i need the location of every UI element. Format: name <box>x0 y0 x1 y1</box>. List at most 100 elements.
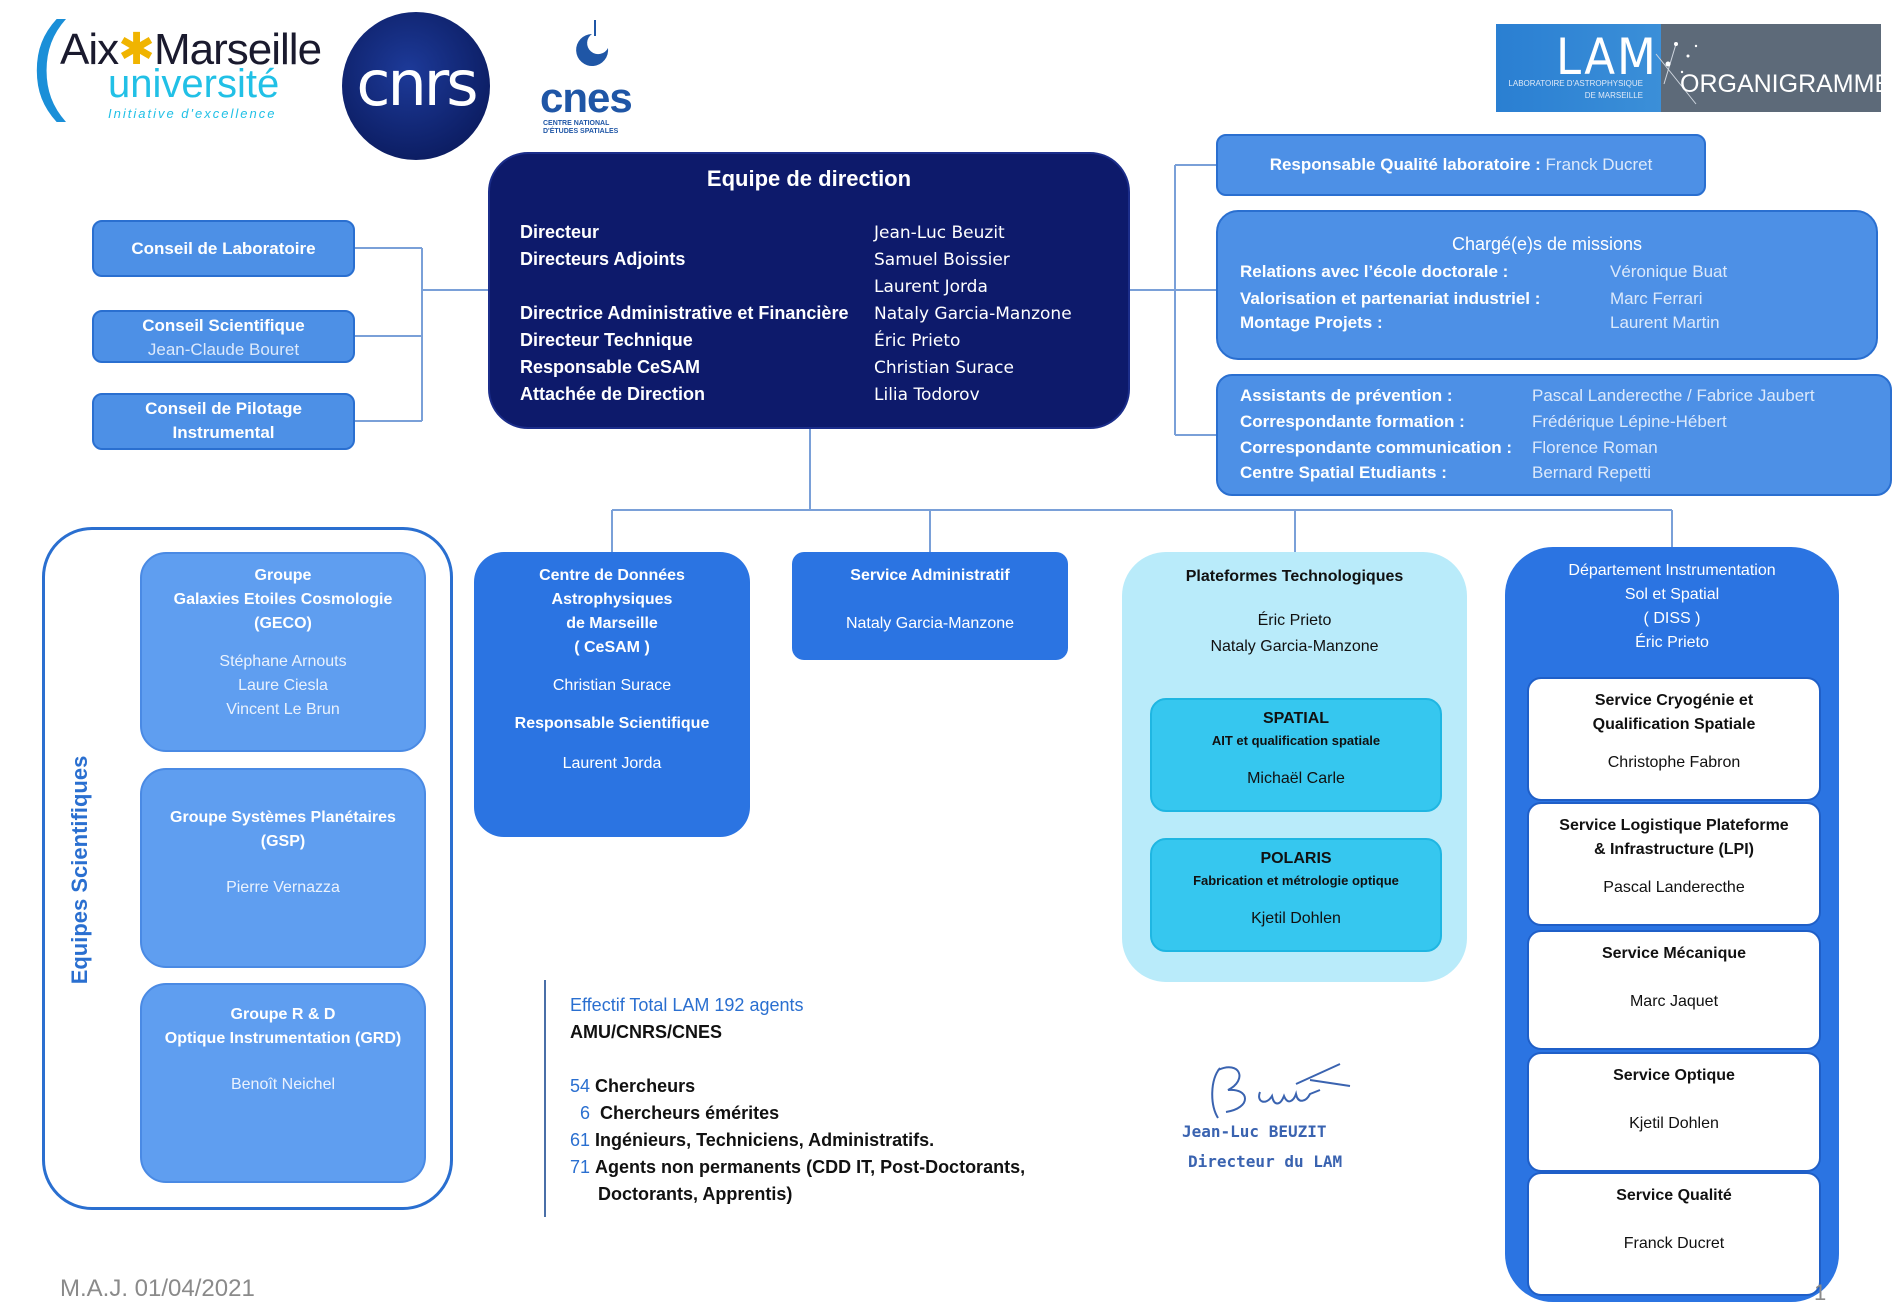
polaris-title: POLARIS <box>1260 850 1332 867</box>
amu-logo-line1: Aix✱Marseille <box>60 25 322 74</box>
amu-logo-bracket: ( <box>30 0 67 123</box>
plateformes-technologiques-box: Plateformes Technologiques Éric Prieto N… <box>1122 552 1467 982</box>
service-person: Christophe Fabron <box>1607 754 1741 771</box>
direction-person: Nataly Garcia-Manzone <box>874 304 1072 324</box>
missions-title: Chargé(e)s de missions <box>1451 234 1643 254</box>
service-administratif-box: Service Administratif Nataly Garcia-Manz… <box>792 552 1068 660</box>
direction-row: Directeur Technique Éric Prieto <box>520 327 1120 354</box>
admin-title: Service Administratif <box>850 567 1010 584</box>
qualite-person: Franck Ducret <box>1545 155 1653 174</box>
group-title: Galaxies Etoiles Cosmologie <box>173 591 393 608</box>
effectif-label: Ingénieurs, Techniciens, Administratifs. <box>595 1130 935 1150</box>
conseil-scientifique-title: Conseil Scientifique <box>142 316 305 335</box>
effectif-org: AMU/CNRS/CNES <box>570 1022 723 1042</box>
group-geco-box: Groupe Galaxies Etoiles Cosmologie (GECO… <box>140 552 426 752</box>
amu-logo-tagline: Initiative d'excellence <box>108 106 277 121</box>
direction-role: Directeur <box>520 222 600 242</box>
organigramme-title: ORGANIGRAMME <box>1680 70 1881 98</box>
assistant-row: Correspondante formation : Frédérique Lép… <box>1240 412 1727 432</box>
effectif-row: 6 Chercheurs émérites <box>570 1100 1090 1127</box>
plateformes-title: Plateformes Technologiques <box>1185 568 1404 585</box>
effectif-label: Chercheurs <box>595 1076 696 1096</box>
mission-row: Montage Projets :Laurent Martin <box>1240 313 1720 333</box>
service-title: Service Cryogénie et <box>1594 692 1754 709</box>
group-person: Stéphane Arnouts <box>219 653 347 670</box>
effectif-count: 6 <box>580 1103 591 1123</box>
spatial-title: SPATIAL <box>1262 710 1330 727</box>
cesam-acronym: ( CeSAM ) <box>574 639 650 656</box>
assistants-box: Assistants de prévention : Pascal Landere… <box>1216 374 1892 496</box>
group-gsp-box: Groupe Systèmes Planétaires (GSP) Pierre… <box>140 768 426 968</box>
direction-person: Lilia Todorov <box>874 385 980 405</box>
direction-person: Laurent Jorda <box>874 277 988 297</box>
amu-logo-line2: université <box>108 62 280 106</box>
direction-person: Éric Prieto <box>874 331 961 351</box>
qualite-role: Responsable Qualité laboratoire : <box>1269 155 1546 174</box>
direction-role: Responsable CeSAM <box>520 357 701 377</box>
service-person: Franck Ducret <box>1623 1235 1725 1252</box>
mission-person: Laurent Martin <box>1610 313 1720 332</box>
effectif-label: Chercheurs émérites <box>600 1103 780 1123</box>
lam-logo-panel <box>1496 24 1661 112</box>
service-box: Service Cryogénie et Qualification Spati… <box>1527 677 1821 801</box>
effectif-count: 54 <box>570 1076 591 1096</box>
assistant-person: Frédérique Lépine-Hébert <box>1532 412 1727 431</box>
group-person: Laure Ciesla <box>238 677 328 694</box>
mission-person: Marc Ferrari <box>1610 289 1703 308</box>
effectif-count: 61 <box>570 1130 591 1150</box>
cnes-logo-subtitle: CENTRE NATIONAL D'ÉTUDES SPATIALES <box>543 120 619 135</box>
direction-title: Equipe de direction <box>706 166 912 191</box>
service-box: Service Qualité Franck Ducret <box>1527 1172 1821 1296</box>
conseil-pilotage-box: Conseil de Pilotage Instrumental <box>92 393 355 450</box>
spatial-person: Michaël Carle <box>1247 770 1345 787</box>
direction-role: Directeurs Adjoints <box>520 249 686 269</box>
update-date: M.A.J. 01/04/2021 <box>60 1275 255 1302</box>
direction-role: Directeur Technique <box>520 330 693 350</box>
cnrs-logo-text: cnrs <box>356 46 478 120</box>
responsable-qualite-box: Responsable Qualité laboratoire : Franck… <box>1216 134 1706 196</box>
lam-banner: LAM LABORATOIRE D'ASTROPHYSIQUE DE MARSE… <box>1496 24 1881 112</box>
service-title: Service Mécanique <box>1601 945 1747 962</box>
cesam-title: Astrophysiques <box>551 591 673 608</box>
service-box: Service Mécanique Marc Jaquet <box>1527 930 1821 1050</box>
effectif-summary: Effectif Total LAM 192 agents AMU/CNRS/C… <box>570 992 1090 1222</box>
group-acronym: (GSP) <box>260 833 306 850</box>
cesam-role: Responsable Scientifique <box>514 715 710 732</box>
effectif-row: 71 Agents non permanents (CDD IT, Post-D… <box>570 1154 1090 1181</box>
group-title: Groupe R & D <box>230 1006 336 1023</box>
handwritten-signature-icon <box>1211 1063 1351 1119</box>
conseil-pilotage-line1: Conseil de Pilotage <box>145 399 302 418</box>
assistant-role: Correspondante formation : <box>1240 412 1465 431</box>
diss-title: Département Instrumentation <box>1568 562 1776 579</box>
direction-row: Laurent Jorda <box>520 273 1120 300</box>
diss-department-box: Département Instrumentation Sol et Spati… <box>1505 547 1839 1302</box>
service-title: Service Optique <box>1613 1067 1735 1084</box>
service-box: Service Logistique Plateforme & Infrastr… <box>1527 802 1821 926</box>
plateformes-person: Éric Prieto <box>1257 612 1332 629</box>
cnes-logo-text: cnes <box>540 74 633 121</box>
service-person: Kjetil Dohlen <box>1629 1115 1719 1132</box>
direction-person: Jean-Luc Beuzit <box>874 223 1005 243</box>
cnrs-logo: cnrs <box>342 12 490 160</box>
group-title: Optique Instrumentation (GRD) <box>164 1030 402 1047</box>
assistant-person: Bernard Repetti <box>1532 463 1652 482</box>
conseil-pilotage-line2: Instrumental <box>172 423 275 442</box>
assistant-person: Pascal Landerecthe / Fabrice Jaubert <box>1532 386 1815 405</box>
charges-missions-box: Chargé(e)s de missions Relations avec l’… <box>1216 210 1878 360</box>
diss-person: Éric Prieto <box>1635 634 1709 651</box>
effectif-count: 71 <box>570 1157 591 1177</box>
assistant-row: Centre Spatial Etudiants :Bernard Repett… <box>1240 463 1651 483</box>
group-acronym: (GECO) <box>254 615 312 632</box>
assistant-row: Correspondante communication :Florence R… <box>1240 438 1658 458</box>
cesam-person: Christian Surace <box>552 677 672 694</box>
direction-row: Responsable CeSAM Christian Surace <box>520 354 1120 381</box>
direction-person: Christian Surace <box>874 358 1014 378</box>
group-title: Groupe Systèmes Planétaires <box>170 809 396 826</box>
plateformes-person: Nataly Garcia-Manzone <box>1210 638 1379 655</box>
service-title: Qualification Spatiale <box>1592 716 1756 733</box>
assistant-role: Assistants de prévention : <box>1240 386 1453 405</box>
service-title: Service Logistique Plateforme <box>1559 817 1789 834</box>
conseil-scientifique-box: Conseil Scientifique Jean-Claude Bouret <box>92 310 355 363</box>
